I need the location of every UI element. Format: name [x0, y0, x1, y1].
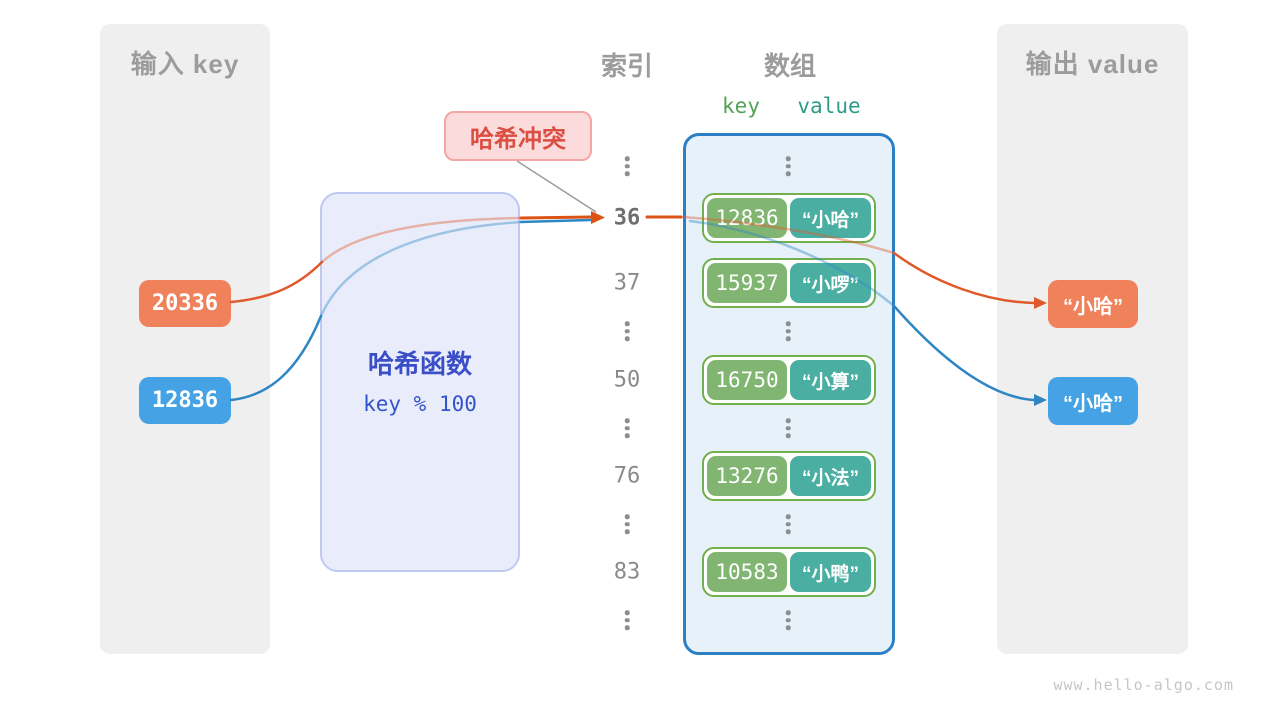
output-value-orange: “小哈” — [1048, 280, 1138, 328]
ellipsis-dots — [785, 610, 791, 630]
pair-value: “小鸭” — [790, 552, 871, 592]
ellipsis-dots — [785, 156, 791, 176]
pair-key: 10583 — [707, 552, 787, 592]
pair-value: “小啰” — [790, 263, 871, 303]
array-pair-row: 13276 “小法” — [702, 451, 876, 501]
hash-function-title: 哈希函数 — [367, 349, 472, 379]
index-label-83: 83 — [613, 559, 641, 585]
arrowhead-to-index-36 — [591, 211, 605, 224]
ellipsis-dots — [785, 321, 791, 341]
index-label-50: 50 — [613, 367, 641, 393]
index-label-36: 36 — [613, 205, 641, 231]
orange-merged-segment — [519, 215, 593, 220]
index-label-37: 37 — [613, 270, 641, 296]
array-pair-row: 10583 “小鸭” — [702, 547, 876, 597]
ellipsis-dots — [624, 321, 630, 341]
blue-merged-segment — [519, 218, 592, 224]
input-key-12836: 12836 — [139, 377, 231, 424]
pair-key: 16750 — [707, 360, 787, 400]
input-key-panel: 输入 key — [100, 24, 270, 654]
ellipsis-dots — [624, 514, 630, 534]
output-panel-title: 输出 value — [1025, 49, 1160, 79]
pair-value: “小法” — [790, 456, 871, 496]
array-pair-row: 16750 “小算” — [702, 355, 876, 405]
ellipsis-dots — [624, 610, 630, 630]
hash-function-box: 哈希函数 key % 100 — [320, 192, 520, 572]
index-label-76: 76 — [613, 463, 641, 489]
array-pair-row: 12836 “小哈” — [702, 193, 876, 243]
badge-pointer-line — [516, 160, 597, 213]
hash-function-formula: key % 100 — [363, 392, 477, 416]
output-value-panel: 输出 value — [997, 24, 1188, 654]
array-value-header: value — [797, 94, 861, 118]
ellipsis-dots — [624, 156, 630, 176]
pair-key: 15937 — [707, 263, 787, 303]
pair-key: 12836 — [707, 198, 787, 238]
hash-collision-badge: 哈希冲突 — [444, 111, 592, 161]
ellipsis-dots — [785, 514, 791, 534]
array-key-header: key — [722, 94, 760, 118]
array-column-title: 数组 — [763, 51, 817, 81]
ellipsis-dots — [785, 418, 791, 438]
index-column-title: 索引 — [600, 51, 654, 81]
output-value-blue: “小哈” — [1048, 377, 1138, 425]
input-key-20336: 20336 — [139, 280, 231, 327]
pair-value: “小哈” — [790, 198, 871, 238]
ellipsis-dots — [624, 418, 630, 438]
pair-value: “小算” — [790, 360, 871, 400]
input-panel-title: 输入 key — [130, 49, 240, 79]
pair-key: 13276 — [707, 456, 787, 496]
array-pair-row: 15937 “小啰” — [702, 258, 876, 308]
watermark: www.hello-algo.com — [1053, 676, 1234, 694]
